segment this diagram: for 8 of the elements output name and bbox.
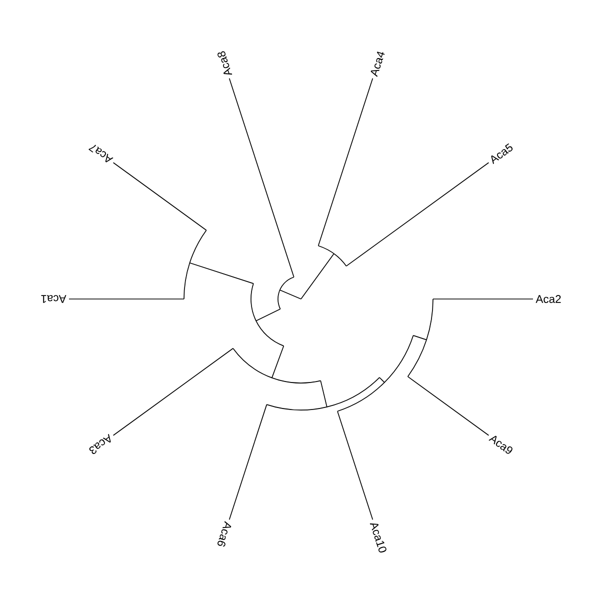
tip-label: Aca7 [88, 144, 114, 162]
tip-label: Aca6 [218, 521, 232, 547]
tip-label: Aca1 [41, 295, 66, 303]
tip-label: Aca9 [488, 436, 512, 454]
tip-label: Aca4 [370, 52, 385, 77]
tip-label: Aca8 [218, 51, 232, 75]
tip-label: Aca2 [536, 295, 561, 303]
tip-label: Aca10 [370, 523, 386, 552]
